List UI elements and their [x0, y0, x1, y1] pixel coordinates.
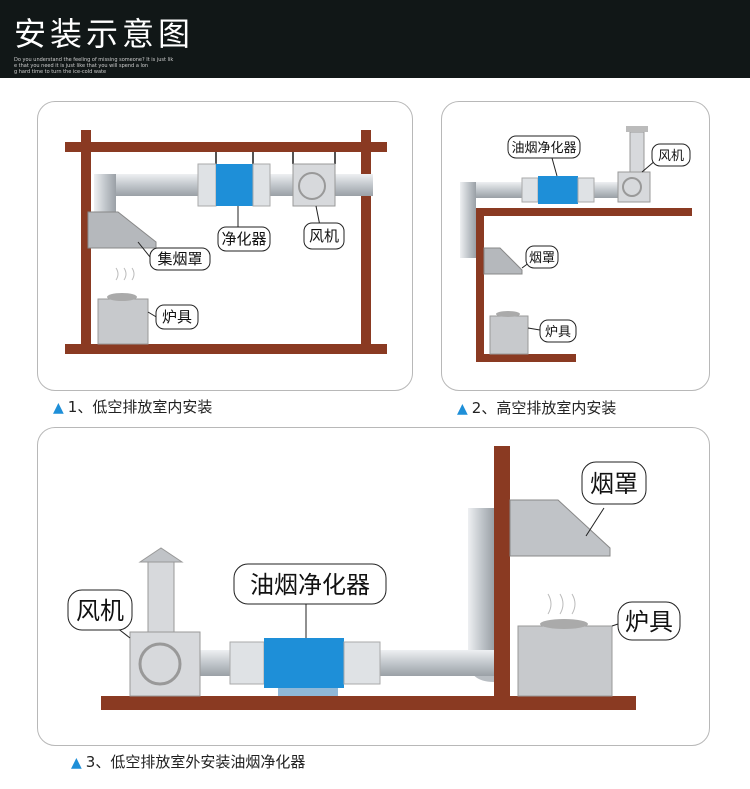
diagram-low-indoor: 净化器 风机 集烟罩 炉具 [65, 130, 387, 354]
label-fan: 风机 [658, 149, 684, 164]
label-purifier: 油烟净化器 [250, 571, 370, 599]
right-wall [361, 130, 371, 352]
hood-shape [483, 247, 523, 275]
stove-unit [517, 625, 613, 697]
caption-2-text: 高空排放室内安装 [496, 399, 617, 417]
purifier-unit [538, 176, 578, 204]
header-banner: 安装示意图 Do you understand the feeling of m… [0, 0, 750, 78]
stove-unit [97, 298, 149, 345]
caption-2: ▲2、高空排放室内安装 [457, 399, 617, 417]
label-stove: 炉具 [625, 608, 673, 636]
diagram-panel-high-indoor: 油烟净化器 风机 烟罩 炉具 [441, 101, 710, 391]
header-subtitle: Do you understand the feeling of missing… [14, 57, 174, 75]
hood-shape [509, 499, 611, 557]
purifier-unit [216, 164, 253, 206]
header-subtitle-line: g hard time to turn the ice-cold wate [14, 69, 107, 75]
label-fan: 风机 [76, 597, 124, 625]
stove-unit [489, 315, 529, 355]
floor [476, 354, 576, 362]
ground [101, 696, 636, 710]
roof-slab [476, 208, 692, 216]
page-title: 安装示意图 [14, 15, 195, 53]
purifier-unit [264, 638, 344, 688]
header-subtitle-line: Do you understand the feeling of missing… [14, 57, 174, 63]
hood-shape [87, 211, 157, 249]
triangle-icon: ▲ [53, 400, 64, 416]
fan-unit [129, 631, 201, 697]
label-hood: 烟罩 [590, 470, 638, 498]
label-purifier: 油烟净化器 [511, 141, 576, 156]
label-stove: 炉具 [545, 325, 571, 340]
diagram-high-indoor: 油烟净化器 风机 烟罩 炉具 [460, 126, 692, 362]
caption-3-text: 低空排放室外安装油烟净化器 [110, 753, 306, 771]
label-hood: 集烟罩 [157, 250, 202, 268]
diagram-panel-low-outdoor: 油烟净化器 风机 烟罩 炉具 [37, 427, 710, 746]
floor [65, 344, 387, 354]
wall [494, 446, 510, 702]
caption-3: ▲3、低空排放室外安装油烟净化器 [71, 753, 306, 771]
header-subtitle-line: e that you need it is just like that you… [14, 63, 149, 69]
label-purifier: 净化器 [221, 230, 266, 248]
label-fan: 风机 [309, 227, 339, 245]
diagram-low-outdoor: 油烟净化器 风机 烟罩 炉具 [67, 446, 681, 710]
duct-elbow [94, 174, 116, 212]
caption-1-text: 低空排放室内安装 [92, 398, 213, 416]
left-wall [81, 130, 91, 352]
triangle-icon: ▲ [71, 755, 82, 771]
wall [476, 208, 484, 358]
triangle-icon: ▲ [457, 401, 468, 417]
ceiling-beam [65, 142, 387, 152]
label-hood: 烟罩 [529, 251, 555, 266]
label-stove: 炉具 [162, 308, 192, 326]
diagram-panel-low-indoor: 净化器 风机 集烟罩 炉具 [37, 101, 413, 391]
caption-1: ▲1、低空排放室内安装 [53, 398, 213, 416]
